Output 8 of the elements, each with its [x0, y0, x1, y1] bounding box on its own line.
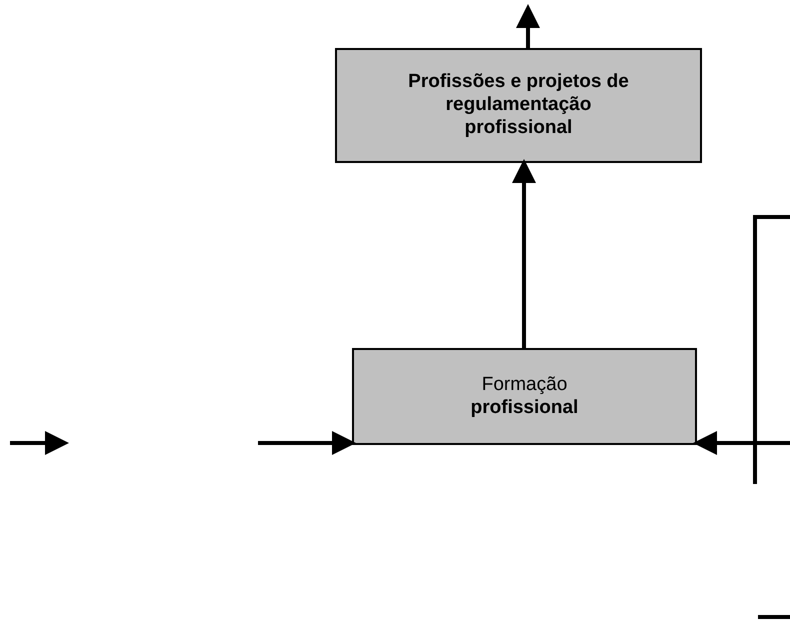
- arrow: [693, 431, 790, 455]
- box-label: Formação profissional: [470, 374, 580, 420]
- process-box: [352, 348, 697, 445]
- process-box: [335, 48, 702, 163]
- arrow: [512, 159, 536, 348]
- arrow: [516, 4, 540, 48]
- box-label: Profissões e projetos de regulamentação profissional: [407, 71, 630, 140]
- arrow: [258, 431, 356, 455]
